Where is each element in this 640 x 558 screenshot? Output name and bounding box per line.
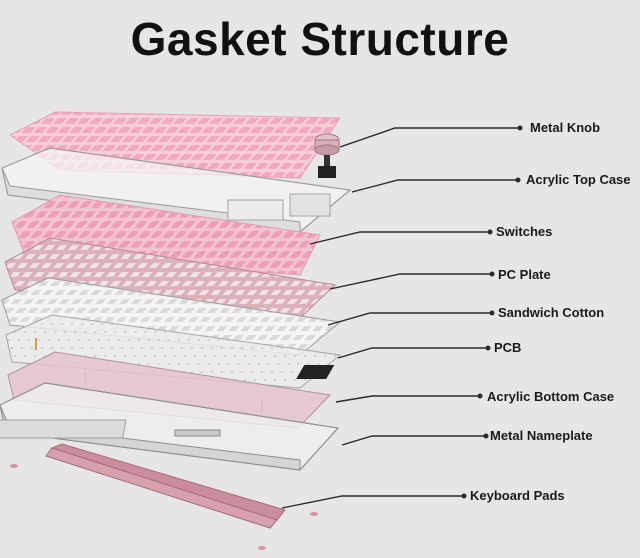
- label-switches: Switches: [496, 224, 553, 239]
- sandwich-cotton-layer: [1, 277, 342, 356]
- label-sandwich-cotton: Sandwich Cotton: [498, 305, 605, 320]
- leader-pc-plate: [329, 273, 492, 290]
- leader-acrylic-bottom-case: [335, 395, 480, 403]
- leader-endpoints: [461, 125, 523, 499]
- metal-nameplate: [174, 429, 221, 437]
- leader-keyboard-pads: [281, 495, 464, 509]
- label-pcb: PCB: [494, 340, 522, 355]
- keyboard-pads: [10, 443, 318, 550]
- metal-knob: [314, 133, 340, 178]
- leader-pcb: [337, 347, 488, 359]
- label-metal-nameplate: Metal Nameplate: [490, 428, 593, 443]
- leader-switches: [309, 231, 490, 245]
- diagram-title: Gasket Structure: [130, 13, 510, 65]
- leader-metal-knob: [339, 127, 520, 148]
- pcb-layer: [5, 314, 342, 412]
- label-keyboard-pads: Keyboard Pads: [470, 488, 565, 503]
- label-acrylic-top-case: Acrylic Top Case: [526, 172, 631, 187]
- label-pc-plate: PC Plate: [498, 267, 551, 282]
- acrylic-bottom-case-layer: [0, 351, 340, 471]
- leader-sandwich-cotton: [327, 312, 492, 326]
- label-metal-knob: Metal Knob: [530, 120, 601, 135]
- acrylic-top-case-layer: [1, 147, 352, 233]
- leader-acrylic-top-case: [351, 179, 518, 193]
- pc-plate-layer: [4, 237, 337, 319]
- label-acrylic-bottom-case: Acrylic Bottom Case: [487, 389, 615, 404]
- leader-lines: [281, 127, 520, 509]
- leader-metal-nameplate: [341, 435, 486, 446]
